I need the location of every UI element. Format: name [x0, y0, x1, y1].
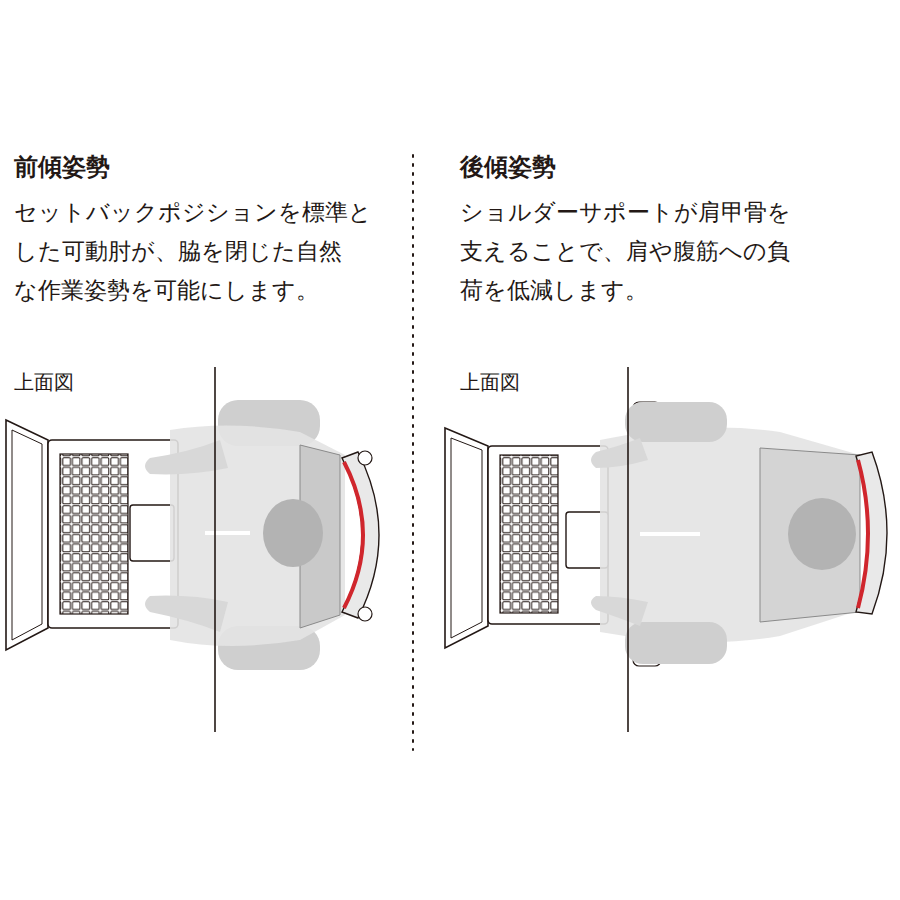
body-text: セットバックポジションを標準と した可動肘が、脇を閉じた自然 な作業姿勢を可能に…: [14, 193, 409, 310]
heading: 前傾姿勢: [14, 152, 404, 182]
view-label: 上面図: [460, 370, 580, 394]
divider: [412, 155, 414, 750]
left-illustration: [6, 367, 379, 732]
view-label: 上面図: [14, 370, 134, 394]
body-text: ショルダーサポートが肩甲骨を 支えることで、肩や腹筋への負 荷を低減します。: [460, 193, 890, 310]
right-illustration: [445, 367, 887, 732]
heading: 後傾姿勢: [460, 152, 880, 182]
